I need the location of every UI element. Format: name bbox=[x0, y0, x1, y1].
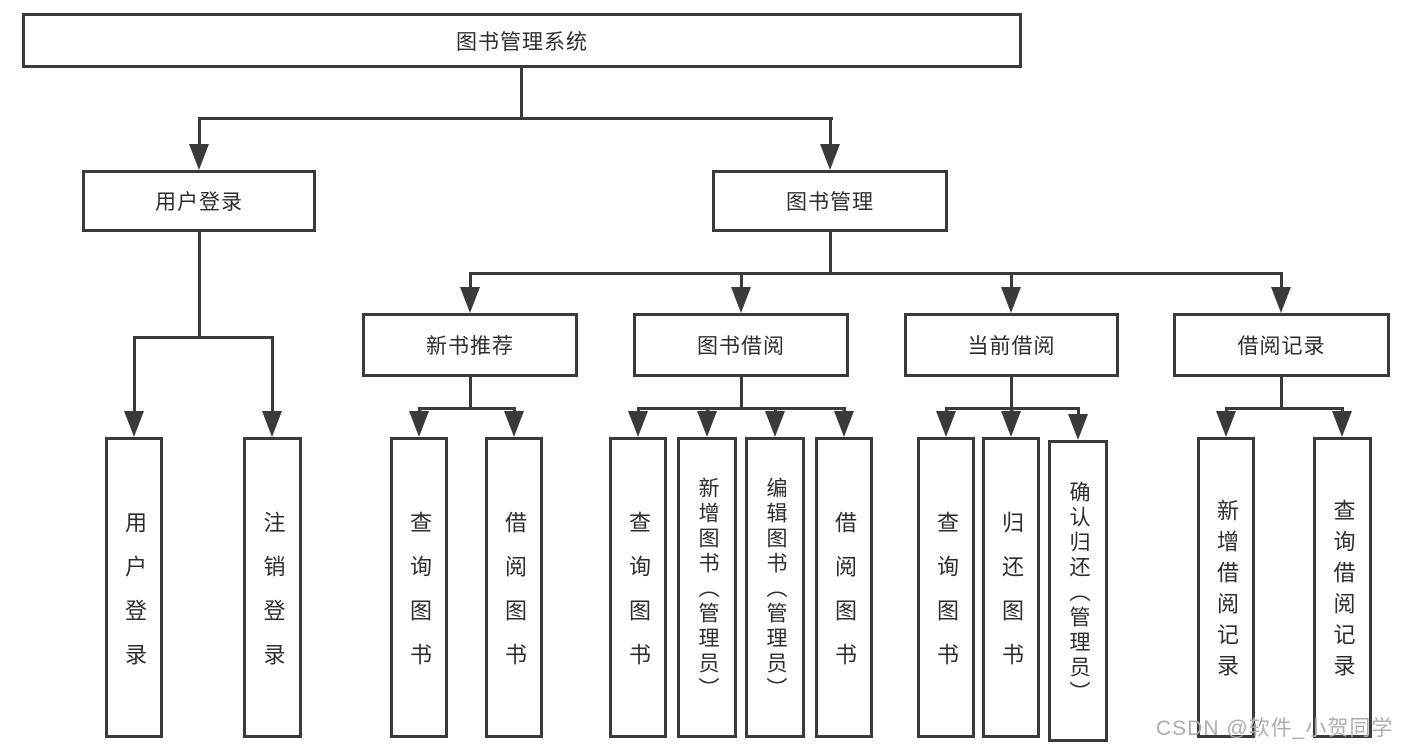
leaf-confirm-return-admin: 确认归还（管理员） bbox=[1048, 440, 1108, 742]
node-user-login: 用户登录 bbox=[82, 170, 316, 232]
arrow-down-icon bbox=[189, 144, 209, 170]
arrow-down-icon bbox=[834, 411, 854, 437]
leaf-borrow-books: 借阅图书 bbox=[815, 437, 873, 738]
leaf-query-books-current: 查询图书 bbox=[917, 437, 975, 738]
connector-line bbox=[133, 336, 274, 339]
arrow-down-icon bbox=[409, 411, 429, 437]
connector-line bbox=[740, 272, 743, 289]
arrow-down-icon bbox=[936, 411, 956, 437]
node-current-borrowing: 当前借阅 bbox=[904, 313, 1119, 377]
connector-line bbox=[740, 376, 743, 410]
connector-line bbox=[1010, 376, 1013, 410]
csdn-watermark: CSDN @软件_小贺同学 bbox=[1156, 717, 1394, 740]
arrow-down-icon bbox=[1332, 411, 1352, 437]
connector-line bbox=[829, 117, 832, 146]
leaf-return-book: 归还图书 bbox=[982, 437, 1040, 738]
connector-line bbox=[1077, 407, 1080, 417]
leaf-edit-book-admin: 编辑图书（管理员） bbox=[745, 437, 805, 738]
arrow-down-icon bbox=[262, 411, 282, 437]
connector-line bbox=[469, 272, 1283, 275]
node-book-management: 图书管理 bbox=[712, 170, 948, 232]
connector-line bbox=[1010, 272, 1013, 289]
node-borrowing-records: 借阅记录 bbox=[1173, 313, 1390, 377]
leaf-borrow-books-recommend: 借阅图书 bbox=[485, 437, 543, 738]
arrow-down-icon bbox=[1068, 414, 1088, 440]
connector-line bbox=[271, 336, 274, 413]
arrow-down-icon bbox=[1216, 411, 1236, 437]
connector-line bbox=[469, 376, 472, 410]
connector-line bbox=[469, 272, 472, 289]
arrow-down-icon bbox=[1001, 287, 1021, 313]
leaf-add-borrow-record: 新增借阅记录 bbox=[1197, 437, 1255, 738]
leaf-query-books-recommend: 查询图书 bbox=[390, 437, 448, 738]
connector-line bbox=[637, 407, 846, 410]
connector-line bbox=[133, 336, 136, 413]
arrow-down-icon bbox=[697, 411, 717, 437]
arrow-down-icon bbox=[460, 287, 480, 313]
connector-line bbox=[198, 117, 833, 120]
node-new-book-recommend: 新书推荐 bbox=[362, 313, 578, 377]
leaf-logout: 注销登录 bbox=[243, 437, 302, 738]
connector-line bbox=[198, 117, 201, 146]
arrow-down-icon bbox=[820, 144, 840, 170]
leaf-add-book-admin: 新增图书（管理员） bbox=[677, 437, 737, 738]
arrow-down-icon bbox=[1271, 287, 1291, 313]
leaf-query-borrow-record: 查询借阅记录 bbox=[1313, 437, 1372, 738]
connector-line bbox=[418, 407, 516, 410]
leaf-user-login: 用户登录 bbox=[105, 437, 163, 738]
arrow-down-icon bbox=[628, 411, 648, 437]
connector-line bbox=[1280, 376, 1283, 410]
arrow-down-icon bbox=[765, 411, 785, 437]
arrow-down-icon bbox=[124, 411, 144, 437]
arrow-down-icon bbox=[1001, 411, 1021, 437]
connector-line bbox=[520, 67, 523, 118]
node-book-borrowing: 图书借阅 bbox=[633, 313, 849, 377]
connector-line bbox=[198, 231, 201, 336]
node-library-management-system: 图书管理系统 bbox=[22, 13, 1022, 68]
connector-line bbox=[829, 231, 832, 272]
arrow-down-icon bbox=[731, 287, 751, 313]
leaf-query-books-borrow: 查询图书 bbox=[609, 437, 667, 738]
arrow-down-icon bbox=[504, 411, 524, 437]
connector-line bbox=[1280, 272, 1283, 289]
connector-line bbox=[1225, 407, 1344, 410]
